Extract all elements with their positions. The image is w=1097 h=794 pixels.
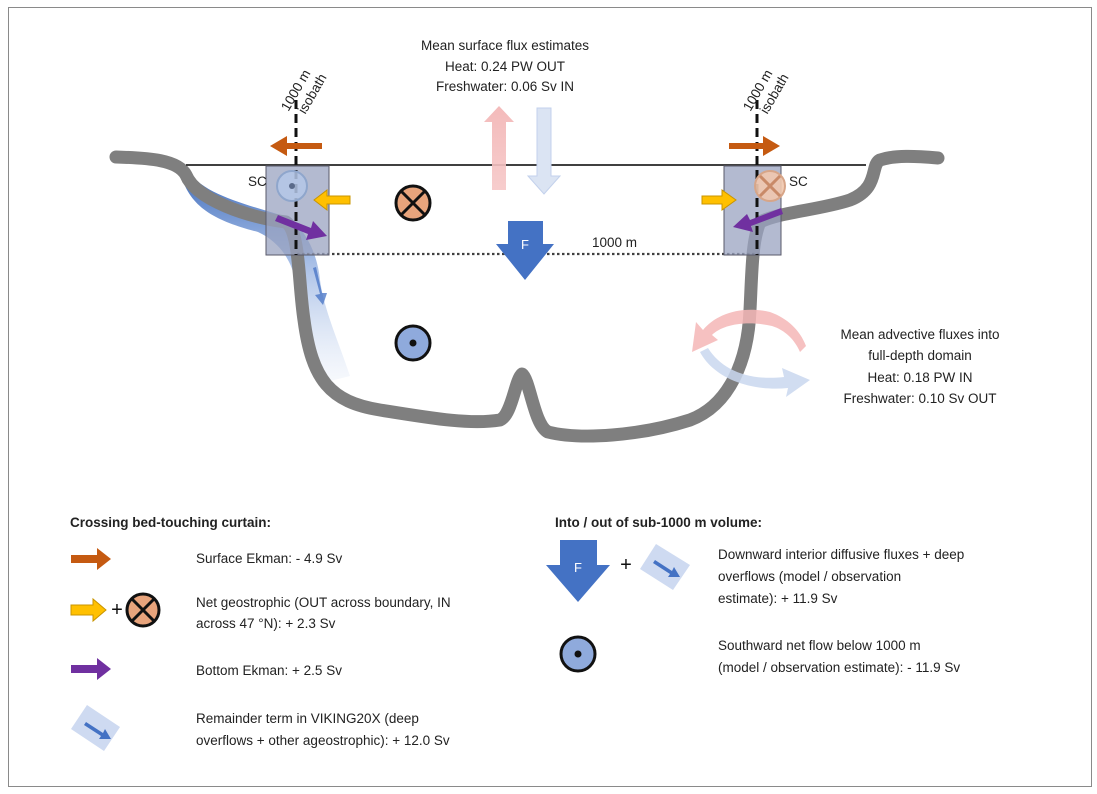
purple-arrow-icon bbox=[71, 658, 111, 680]
surface-flux-heat: Heat: 0.24 PW OUT bbox=[444, 59, 566, 74]
f-downward-arrow: F bbox=[496, 221, 554, 280]
yellow-arrow-plus-cross-icon bbox=[70, 592, 161, 628]
legend-diffusive-line1: Downward interior diffusive fluxes + dee… bbox=[718, 547, 965, 562]
surface-ekman-arrow-right bbox=[729, 136, 780, 156]
geostrophic-arrow-right bbox=[701, 189, 737, 211]
f-legend-label: F bbox=[574, 560, 582, 575]
depth-label: 1000 m bbox=[592, 235, 638, 250]
heat-flux-up-arrow bbox=[484, 106, 514, 190]
legend-diffusive-line2: overflows (model / observation bbox=[718, 569, 902, 584]
legend-diffusive-line3: estimate): + 11.9 Sv bbox=[718, 591, 838, 606]
advective-heat-curved-arrow bbox=[692, 309, 806, 352]
advective-freshwater: Freshwater: 0.10 Sv OUT bbox=[843, 391, 997, 406]
f-arrow-plus-light-arrow-icon: F bbox=[546, 540, 690, 602]
legend-remainder-line2: overflows + other ageostrophic): + 12.0 … bbox=[196, 733, 450, 748]
dot-circle-icon bbox=[559, 635, 597, 673]
surface-flux-freshwater: Freshwater: 0.06 Sv IN bbox=[435, 79, 575, 94]
sc-right-circle bbox=[754, 170, 786, 202]
legend-left-header: Crossing bed-touching curtain: bbox=[70, 515, 271, 530]
freshwater-flux-down-arrow bbox=[526, 107, 562, 195]
sc-left-circle bbox=[276, 170, 308, 202]
legend-remainder-line1: Remainder term in VIKING20X (deep bbox=[196, 711, 419, 726]
advective-line2: full-depth domain bbox=[868, 348, 972, 363]
plus-sign-right: + bbox=[620, 554, 632, 576]
bottom-ekman-arrow-left bbox=[275, 215, 327, 240]
surface-ekman-arrow-left bbox=[270, 136, 322, 156]
sc-label-right: SC bbox=[789, 174, 808, 189]
surface-flux-title: Mean surface flux estimates bbox=[420, 38, 590, 53]
out-of-page-dot-circle bbox=[394, 324, 432, 362]
legend-geostrophic-line2: across 47 °N): + 2.3 Sv bbox=[196, 616, 336, 631]
sc-label-left: SC bbox=[248, 174, 267, 189]
orange-arrow-icon bbox=[71, 548, 111, 570]
plus-sign: + bbox=[111, 599, 123, 621]
into-page-cross-circle bbox=[394, 184, 432, 222]
overflow-small-arrow bbox=[313, 267, 327, 305]
legend-southward-line1: Southward net flow below 1000 m bbox=[718, 638, 921, 653]
advective-heat: Heat: 0.18 PW IN bbox=[867, 370, 973, 385]
advective-freshwater-curved-arrow bbox=[700, 348, 810, 397]
light-blue-arrow-icon bbox=[71, 705, 120, 751]
legend-geostrophic-line1: Net geostrophic (OUT across boundary, IN bbox=[196, 595, 451, 610]
legend-bottom-ekman: Bottom Ekman: + 2.5 Sv bbox=[196, 663, 342, 678]
f-label: F bbox=[521, 237, 529, 252]
legend-right-header: Into / out of sub-1000 m volume: bbox=[555, 515, 763, 530]
advective-line1: Mean advective fluxes into bbox=[840, 327, 1000, 342]
legend-surface-ekman: Surface Ekman: - 4.9 Sv bbox=[196, 551, 343, 566]
legend-southward-line2: (model / observation estimate): - 11.9 S… bbox=[718, 660, 961, 675]
geostrophic-arrow-left bbox=[313, 188, 351, 212]
bottom-ekman-arrow-right bbox=[733, 208, 783, 232]
